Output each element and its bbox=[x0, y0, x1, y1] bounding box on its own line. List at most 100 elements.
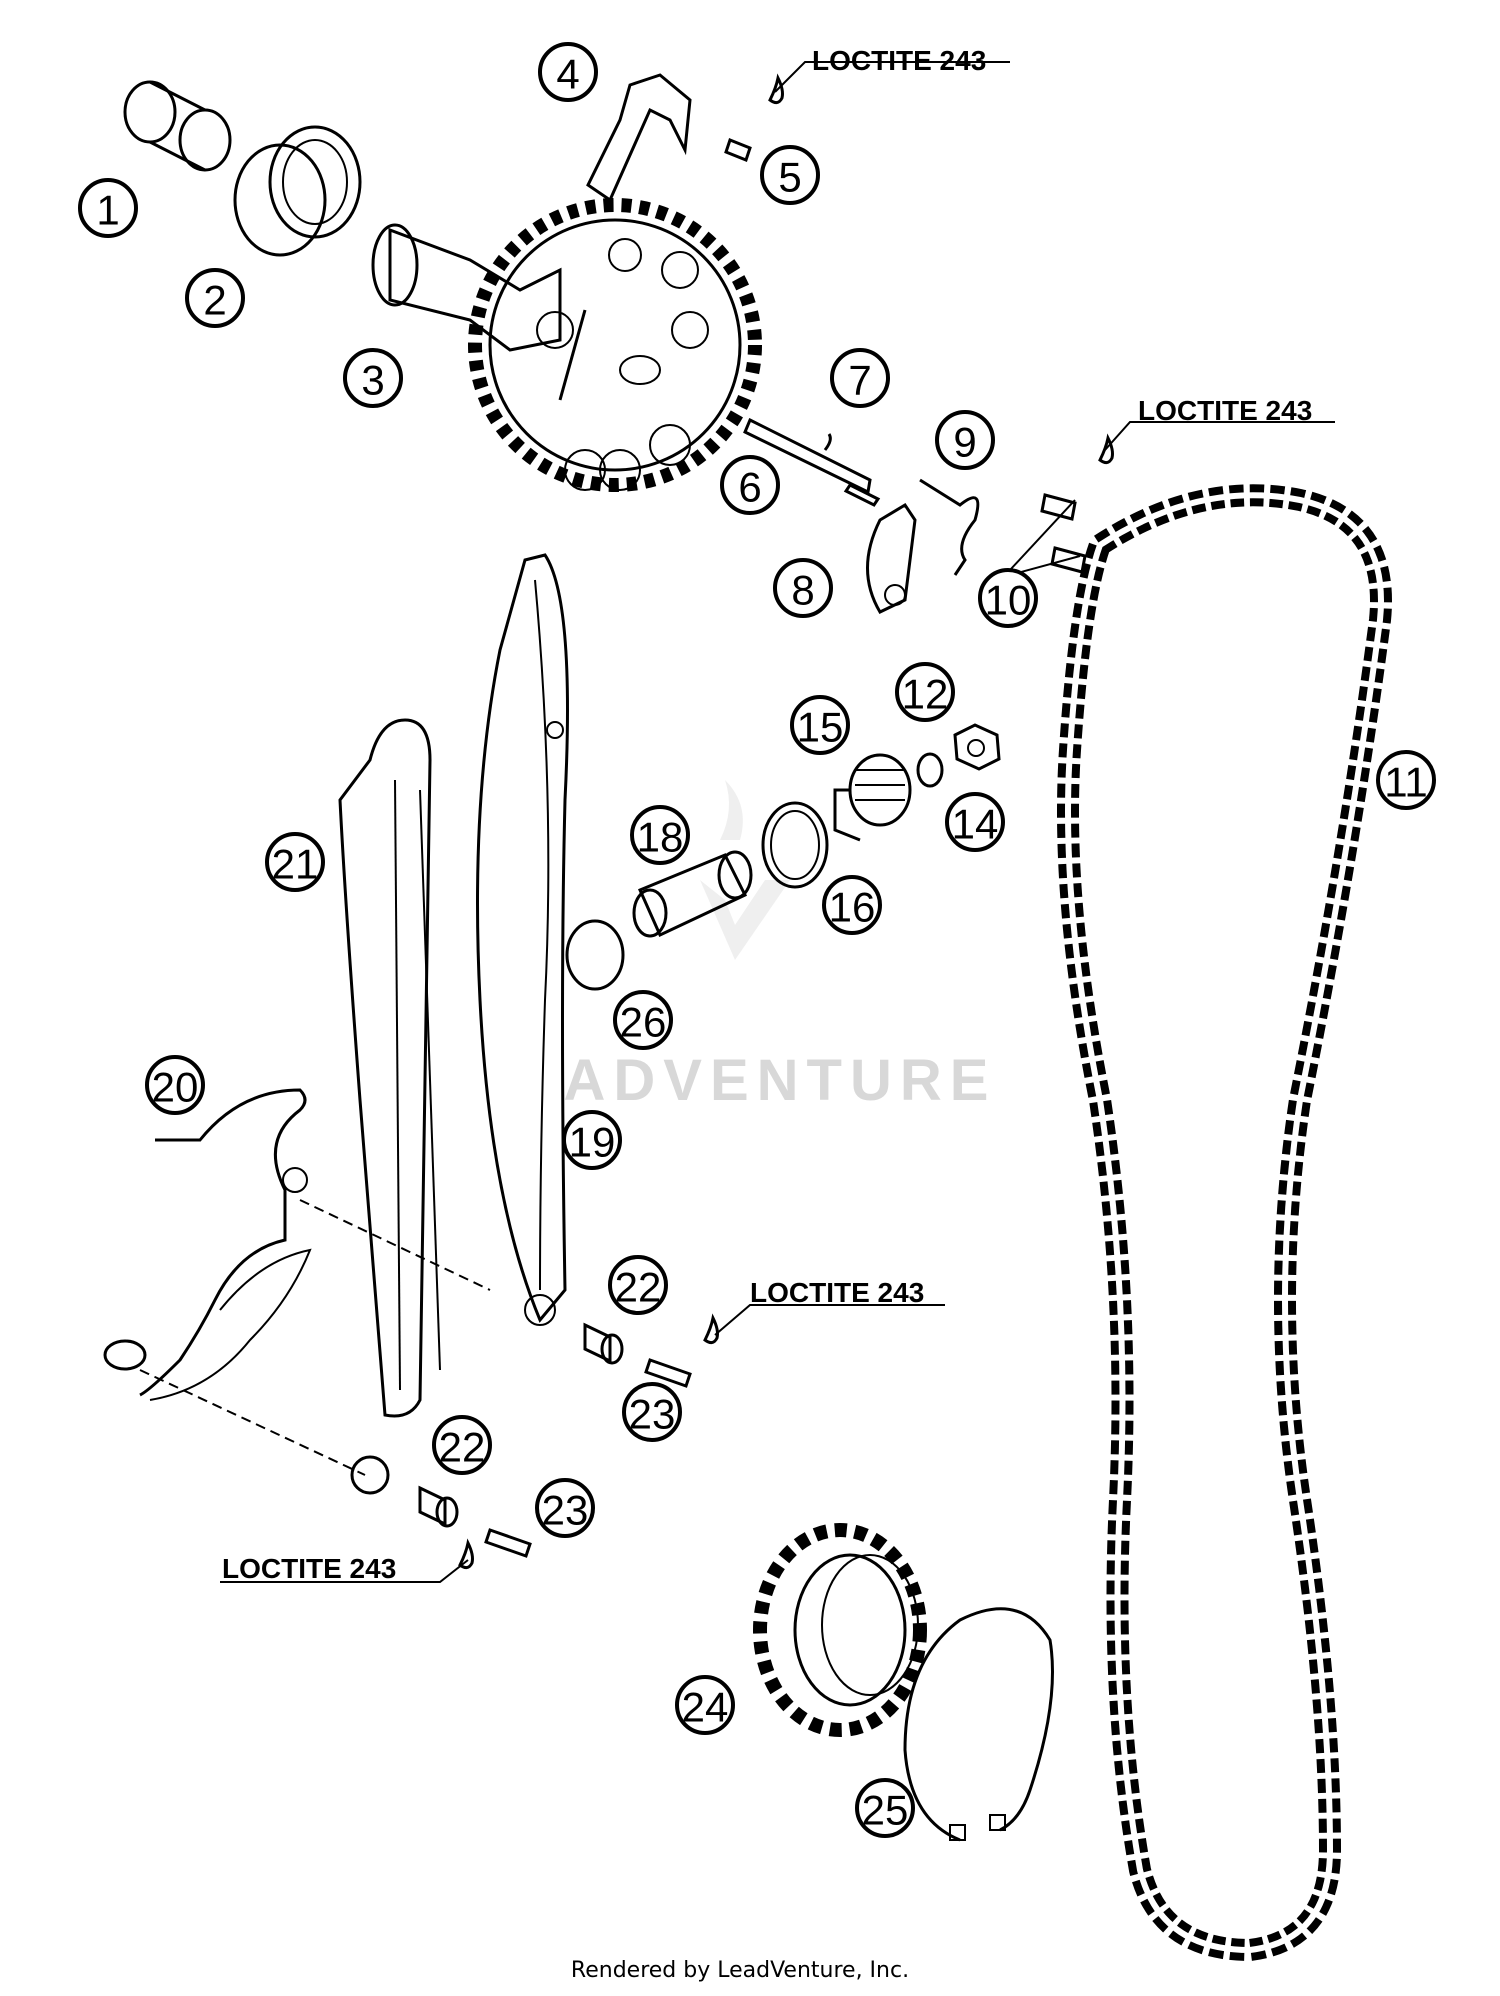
callout-circle bbox=[675, 1675, 735, 1735]
watermark-text: ADVENTURE bbox=[564, 1048, 997, 1113]
callout-16: 16 bbox=[822, 875, 882, 935]
part-20-guide bbox=[103, 1088, 312, 1401]
callout-number: 3 bbox=[361, 357, 384, 404]
callout-15: 15 bbox=[790, 695, 850, 755]
callout-circle bbox=[720, 455, 780, 515]
callout-3: 3 bbox=[343, 348, 403, 408]
callout-number: 1 bbox=[96, 187, 119, 234]
part-7-pin bbox=[823, 433, 832, 451]
part-19-guide-rail bbox=[476, 553, 569, 1326]
callout-circle bbox=[538, 42, 598, 102]
callout-number: 21 bbox=[272, 841, 319, 888]
callout-9: 9 bbox=[935, 410, 995, 470]
callout-number: 25 bbox=[862, 1787, 909, 1834]
watermark-logo bbox=[700, 780, 790, 960]
callout-circle bbox=[343, 348, 403, 408]
callout-22: 22 bbox=[608, 1255, 668, 1315]
callout-circle bbox=[935, 410, 995, 470]
callout-18: 18 bbox=[630, 805, 690, 865]
assembly-lines bbox=[139, 1199, 491, 1476]
callout-26: 26 bbox=[613, 990, 673, 1050]
part-1-needle-bearing bbox=[123, 80, 232, 172]
part-24-crank-sprocket bbox=[753, 1523, 927, 1737]
callout-circle bbox=[265, 832, 325, 892]
callout-number: 14 bbox=[952, 801, 999, 848]
callout-24: 24 bbox=[675, 1675, 735, 1735]
callout-number: 22 bbox=[439, 1424, 486, 1471]
callout-number: 15 bbox=[797, 704, 844, 751]
callout-circle bbox=[855, 1778, 915, 1838]
callout-25: 25 bbox=[855, 1778, 915, 1838]
part-26-oring bbox=[565, 919, 625, 991]
part-21-tensioning-rail bbox=[338, 718, 441, 1495]
part-25-circlip bbox=[903, 1607, 1054, 1842]
callout-circle bbox=[1376, 750, 1436, 810]
callout-number: 7 bbox=[848, 357, 871, 404]
callout-6: 6 bbox=[720, 455, 780, 515]
callout-23: 23 bbox=[622, 1382, 682, 1442]
callout-number: 20 bbox=[152, 1064, 199, 1111]
part-18-tensioner-piston bbox=[632, 850, 753, 938]
callout-circle bbox=[978, 568, 1038, 628]
callout-22: 22 bbox=[432, 1415, 492, 1475]
part-3-camshaft-sprocket bbox=[371, 198, 762, 492]
callout-5: 5 bbox=[760, 145, 820, 205]
callout-21: 21 bbox=[265, 832, 325, 892]
callout-circle bbox=[945, 792, 1005, 852]
part-11-timing-chain bbox=[1057, 484, 1392, 1962]
callout-circle bbox=[78, 178, 138, 238]
callout-11: 11 bbox=[1376, 750, 1436, 810]
callout-circle bbox=[822, 875, 882, 935]
callout-number: 26 bbox=[620, 999, 667, 1046]
callout-circle bbox=[185, 268, 245, 328]
callout-7: 7 bbox=[830, 348, 890, 408]
callout-number: 23 bbox=[542, 1487, 589, 1534]
footer-credit: Rendered by LeadVenture, Inc. bbox=[571, 1958, 909, 1983]
callout-number: 2 bbox=[203, 277, 226, 324]
part-14-oring bbox=[916, 752, 944, 788]
callout-layer: 1234567891011121415161819202122222323242… bbox=[78, 42, 1436, 1838]
part-6-shaft bbox=[743, 417, 881, 507]
callout-number: 9 bbox=[953, 419, 976, 466]
part-16-seal-ring bbox=[761, 801, 829, 889]
callout-number: 23 bbox=[629, 1391, 676, 1438]
part-5-screw bbox=[724, 73, 784, 162]
callout-2: 2 bbox=[185, 268, 245, 328]
part-23-screw-lower bbox=[458, 1528, 532, 1570]
callout-circle bbox=[830, 348, 890, 408]
callout-4: 4 bbox=[538, 42, 598, 102]
part-12-nut bbox=[953, 723, 1001, 771]
callout-circle bbox=[608, 1255, 668, 1315]
callout-number: 5 bbox=[778, 154, 801, 201]
callout-number: 18 bbox=[637, 814, 684, 861]
callout-circle bbox=[562, 1110, 622, 1170]
loctite-note-2: LOCTITE 243 bbox=[1138, 395, 1312, 426]
callout-number: 22 bbox=[615, 1264, 662, 1311]
callout-circle bbox=[760, 145, 820, 205]
part-22-bushing-upper bbox=[583, 1322, 624, 1365]
callout-number: 16 bbox=[829, 884, 876, 931]
callout-circle bbox=[145, 1055, 205, 1115]
callout-10: 10 bbox=[978, 568, 1038, 628]
callout-circle bbox=[432, 1415, 492, 1475]
callout-circle bbox=[622, 1382, 682, 1442]
callout-number: 4 bbox=[556, 51, 579, 98]
callout-1: 1 bbox=[78, 178, 138, 238]
loctite-note-4: LOCTITE 243 bbox=[222, 1553, 396, 1584]
part-22-bushing-lower bbox=[418, 1485, 459, 1528]
callout-circle bbox=[535, 1478, 595, 1538]
callout-8: 8 bbox=[773, 558, 833, 618]
part-4-holder bbox=[586, 73, 692, 203]
callout-14: 14 bbox=[945, 792, 1005, 852]
callout-20: 20 bbox=[145, 1055, 205, 1115]
loctite-note-1: LOCTITE 243 bbox=[812, 45, 986, 76]
part-2-bearing bbox=[233, 125, 362, 257]
callout-circle bbox=[895, 662, 955, 722]
callout-circle bbox=[630, 805, 690, 865]
callout-circle bbox=[773, 558, 833, 618]
callout-number: 19 bbox=[569, 1119, 616, 1166]
callout-12: 12 bbox=[895, 662, 955, 722]
callout-number: 24 bbox=[682, 1684, 729, 1731]
callout-number: 12 bbox=[902, 671, 949, 718]
